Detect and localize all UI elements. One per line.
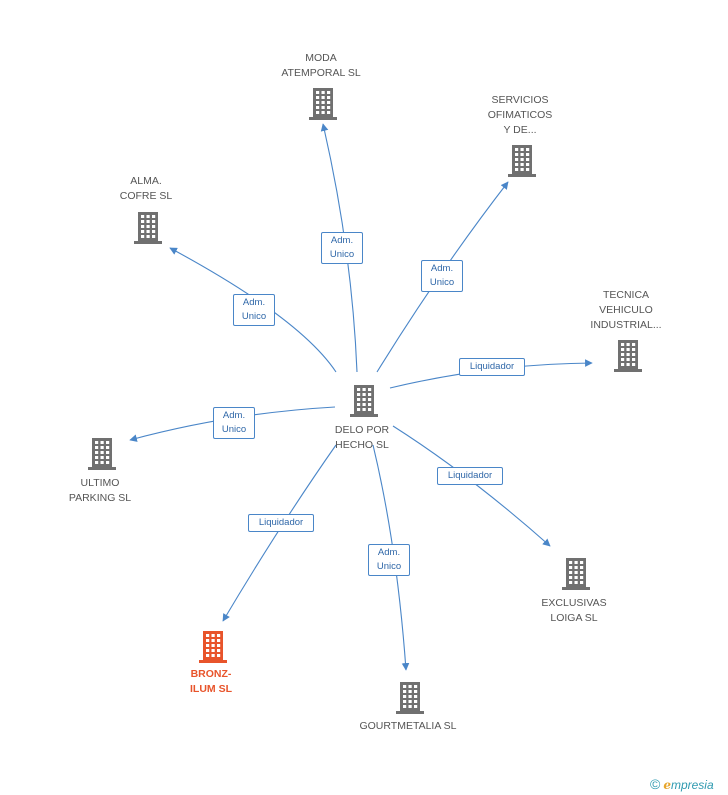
edge-exclusivas: [392, 425, 551, 547]
building-icon: [350, 385, 378, 417]
edge-alma: [169, 247, 337, 373]
edge-label-alma[interactable]: Adm. Unico: [233, 294, 275, 326]
building-icon: [396, 682, 424, 714]
building-icon: [562, 558, 590, 590]
edge-label-servicios[interactable]: Adm. Unico: [421, 260, 463, 292]
edge-label-moda[interactable]: Adm. Unico: [321, 232, 363, 264]
edge-bronz: [222, 444, 337, 622]
building-icon: [309, 88, 337, 120]
node-label: BRONZ- ILUM SL: [190, 668, 232, 695]
node-label: EXCLUSIVAS LOIGA SL: [541, 597, 607, 624]
node-label: TECNICA VEHICULO INDUSTRIAL...: [590, 289, 662, 331]
node-label: DELO POR HECHO SL: [334, 424, 390, 451]
node-label: SERVICIOS OFIMATICOS Y DE...: [487, 94, 553, 136]
node-label: MODA ATEMPORAL SL: [281, 52, 361, 79]
brand-initial: e: [663, 778, 671, 792]
building-icon: [199, 631, 227, 663]
building-icon: [508, 145, 536, 177]
node-label: ULTIMO PARKING SL: [68, 477, 132, 504]
building-icon: [614, 340, 642, 372]
copyright-symbol: ©: [650, 776, 661, 792]
brand-footer: ©empresia: [650, 776, 714, 792]
building-icon: [88, 438, 116, 470]
node-label: ALMA. COFRE SL: [119, 175, 173, 202]
node-label: GOURTMETALIA SL: [359, 720, 457, 732]
building-icon: [134, 212, 162, 244]
edge-label-bronz[interactable]: Liquidador: [248, 514, 314, 532]
edge-label-exclusivas[interactable]: Liquidador: [437, 467, 503, 485]
edge-label-tecnica[interactable]: Liquidador: [459, 358, 525, 376]
edge-label-gourmet[interactable]: Adm. Unico: [368, 544, 410, 576]
brand-name: mpresia: [670, 778, 714, 792]
edge-label-ultimo[interactable]: Adm. Unico: [213, 407, 255, 439]
